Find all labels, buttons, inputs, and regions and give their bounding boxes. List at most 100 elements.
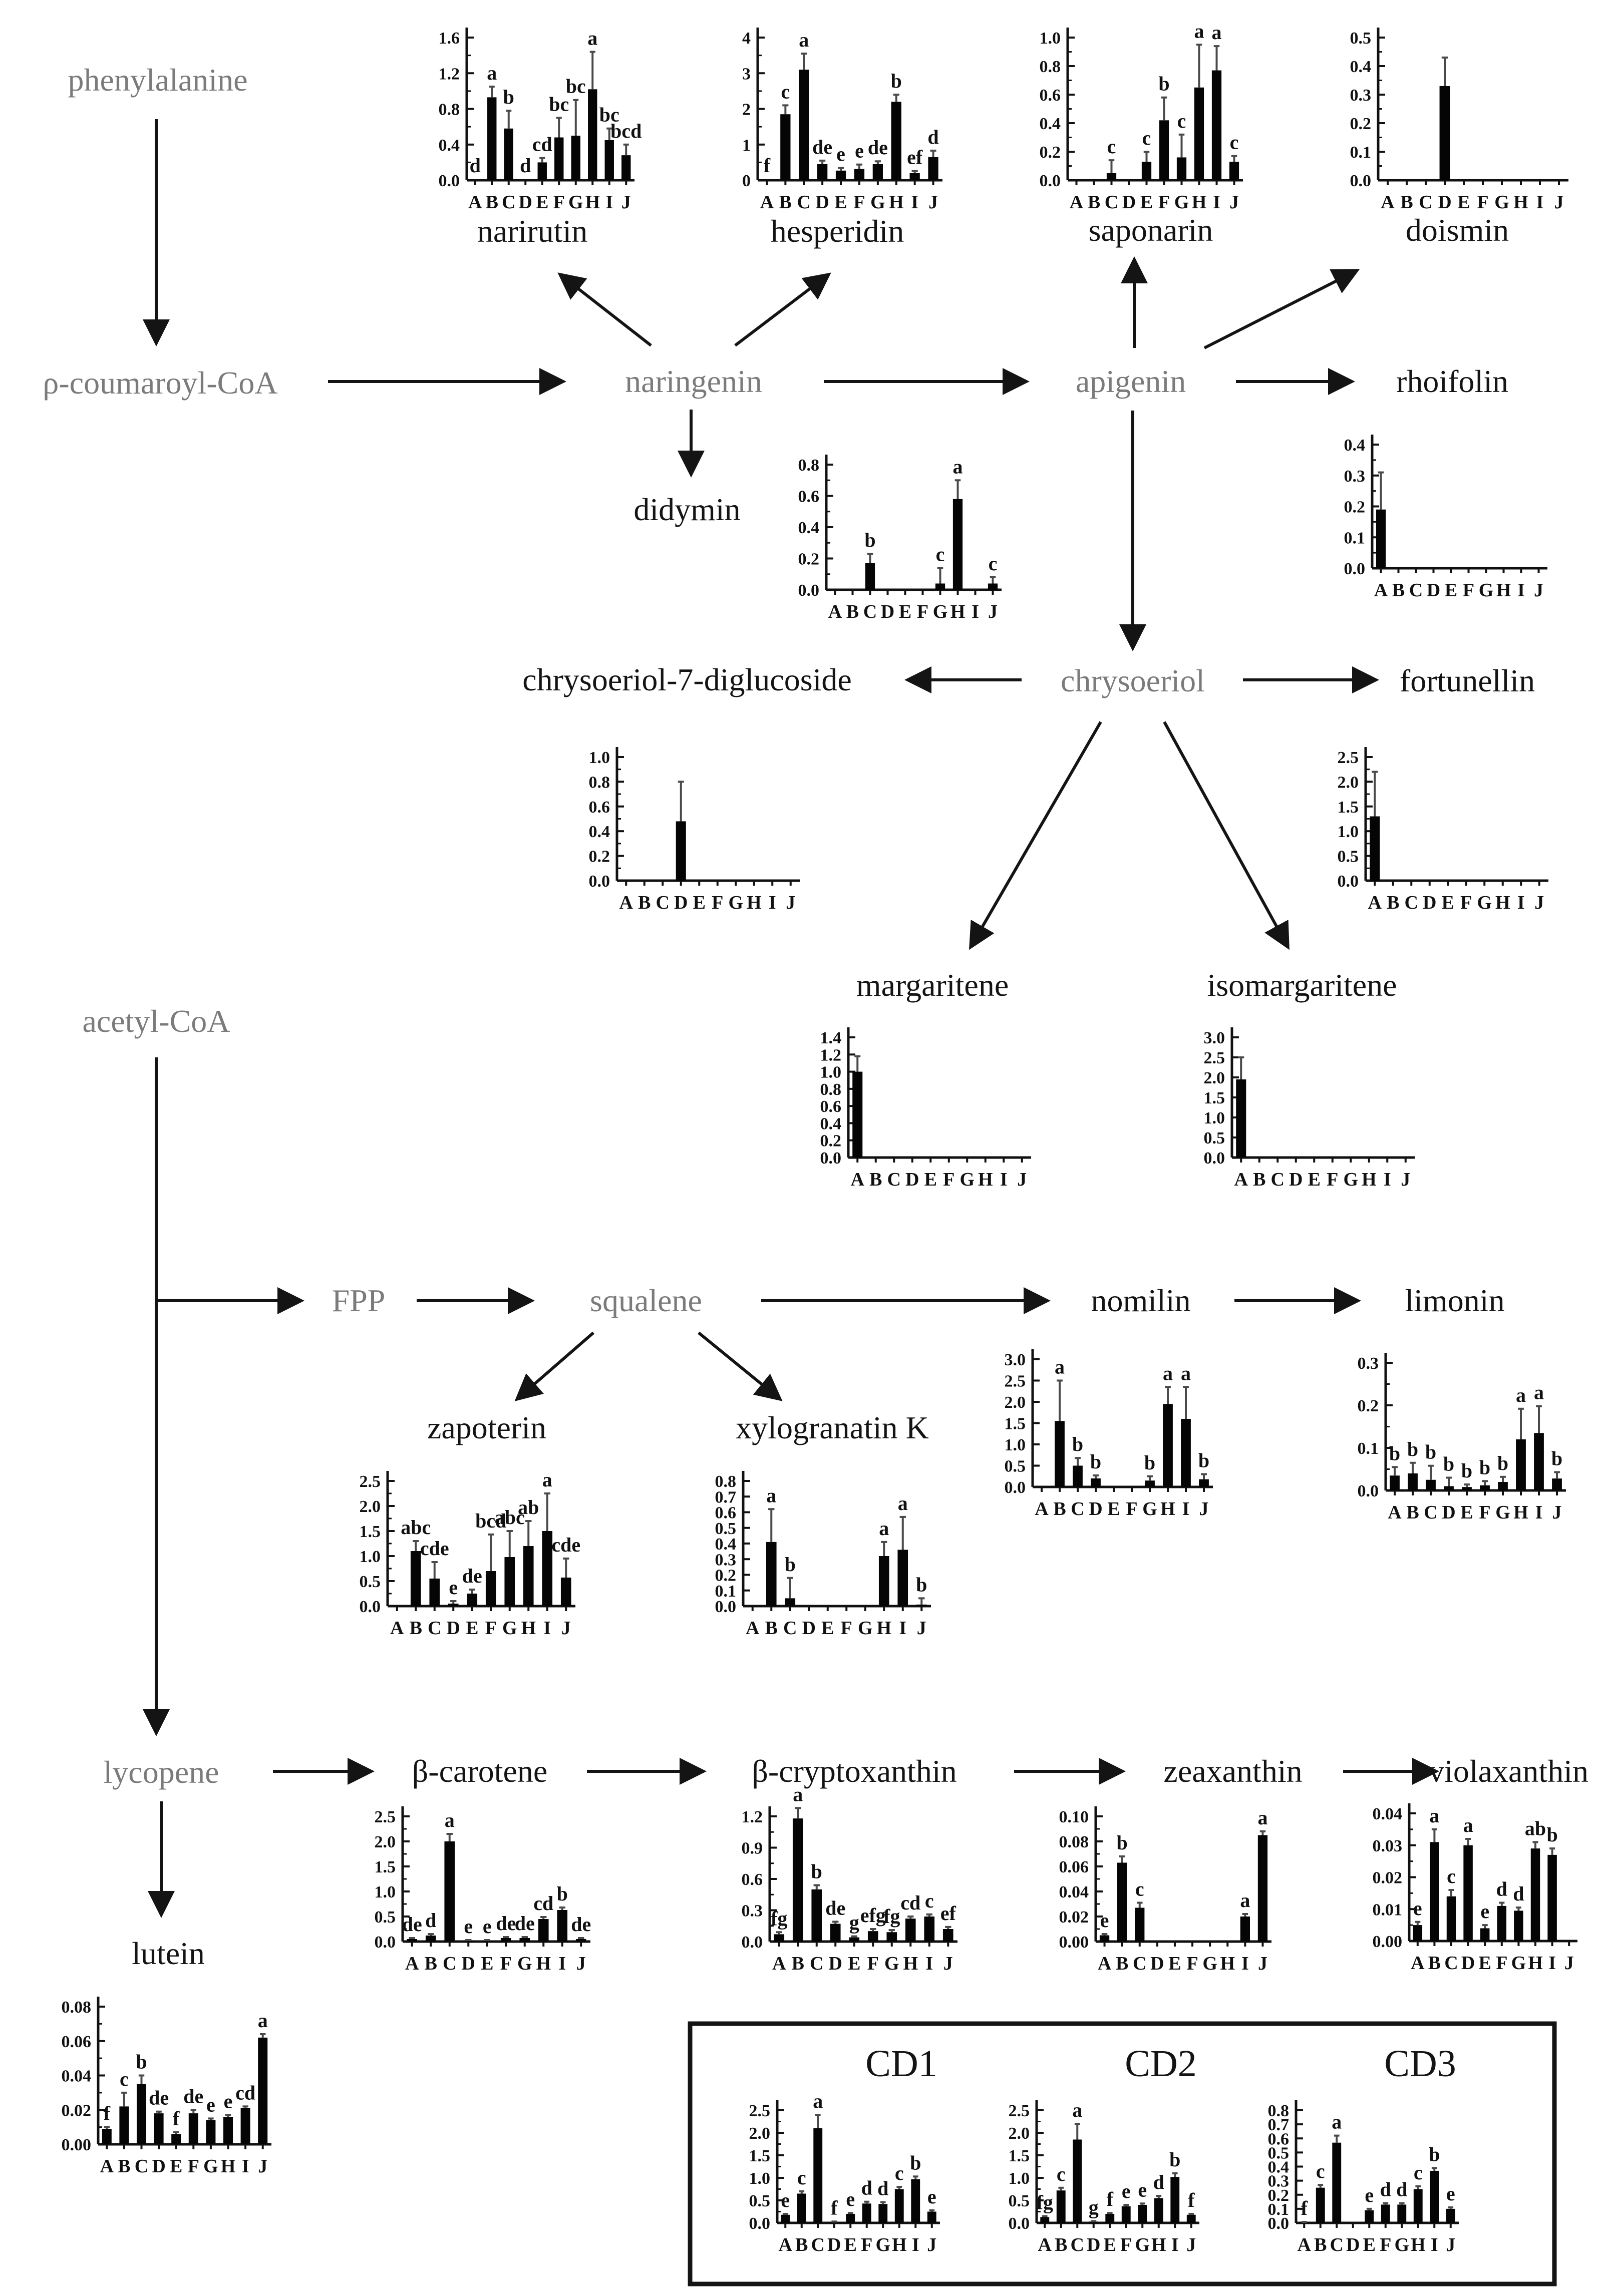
svg-text:F: F xyxy=(188,2156,199,2177)
svg-text:D: D xyxy=(519,192,532,213)
svg-text:A: A xyxy=(1381,192,1395,213)
svg-text:cd: cd xyxy=(900,1891,920,1914)
bar-cd2-C xyxy=(1073,2139,1082,2223)
bar-cd1-I xyxy=(911,2179,920,2223)
svg-text:F: F xyxy=(1327,1169,1338,1190)
svg-text:E: E xyxy=(899,601,911,622)
bar-hesperidin-C xyxy=(799,70,809,180)
svg-text:e: e xyxy=(1365,2184,1374,2206)
svg-text:D: D xyxy=(815,192,829,213)
svg-text:0.4: 0.4 xyxy=(589,823,610,841)
svg-text:A: A xyxy=(828,601,842,622)
svg-text:0.1: 0.1 xyxy=(715,1582,737,1601)
svg-text:C: C xyxy=(135,2156,148,2177)
svg-text:b: b xyxy=(891,70,902,92)
svg-text:B: B xyxy=(765,1618,778,1639)
svg-text:d: d xyxy=(861,2177,872,2199)
svg-text:b: b xyxy=(1546,1823,1557,1846)
svg-text:e: e xyxy=(224,2090,233,2113)
svg-text:e: e xyxy=(449,1576,458,1599)
svg-text:abc: abc xyxy=(495,1506,525,1528)
bar-hesperidin-E xyxy=(835,170,846,180)
svg-text:1.0: 1.0 xyxy=(749,2169,771,2188)
bar-cd2-E xyxy=(1105,2214,1115,2223)
svg-text:E: E xyxy=(924,1169,937,1190)
svg-text:0.0: 0.0 xyxy=(1204,1149,1225,1168)
svg-text:I: I xyxy=(1431,2234,1438,2255)
bar-lutein-G xyxy=(206,2120,216,2144)
svg-text:0.0: 0.0 xyxy=(1040,172,1061,190)
svg-text:0.1: 0.1 xyxy=(1358,1439,1379,1458)
svg-text:0.3: 0.3 xyxy=(715,1551,737,1569)
bar-hesperidin-H xyxy=(891,102,901,180)
bar-limonin-J xyxy=(1552,1478,1562,1490)
chart-beta_carotene: 0.00.51.01.52.02.5AdeBdCaDeEeFdeGdeHcdIb… xyxy=(375,1806,591,1974)
svg-text:a: a xyxy=(1194,20,1204,42)
node-xylogranatin_k: xylogranatin K xyxy=(736,1410,929,1445)
svg-text:e: e xyxy=(846,2188,855,2210)
svg-text:E: E xyxy=(1168,1953,1181,1974)
svg-text:1.5: 1.5 xyxy=(1204,1089,1225,1107)
svg-text:H: H xyxy=(1495,892,1510,913)
svg-text:C: C xyxy=(783,1618,797,1639)
svg-text:d: d xyxy=(425,1909,436,1932)
svg-text:b: b xyxy=(1443,1453,1454,1475)
svg-text:A: A xyxy=(468,192,482,213)
svg-text:0.4: 0.4 xyxy=(439,136,460,155)
svg-text:0.0: 0.0 xyxy=(589,872,610,891)
bar-cd2-G xyxy=(1138,2205,1147,2223)
svg-text:I: I xyxy=(1548,1953,1556,1974)
bar-beta_cryptoxanthin-D xyxy=(830,1924,841,1942)
svg-text:1.5: 1.5 xyxy=(1005,1415,1026,1433)
svg-text:c: c xyxy=(1177,110,1186,132)
svg-text:a: a xyxy=(1516,1384,1526,1406)
svg-text:a: a xyxy=(879,1517,889,1540)
svg-text:a: a xyxy=(487,62,497,84)
svg-text:de: de xyxy=(868,136,888,159)
bar-saponarin-F xyxy=(1159,120,1169,180)
svg-text:b: b xyxy=(811,1860,822,1883)
bar-xylogranatin_k-H xyxy=(878,1556,889,1606)
svg-text:F: F xyxy=(1479,1502,1490,1523)
svg-text:e: e xyxy=(855,140,864,162)
svg-text:3: 3 xyxy=(742,65,751,83)
chart-narirutin: 0.00.40.81.21.6AdBaCbDdEcdFbcGbcHaIbcJbc… xyxy=(439,27,642,213)
svg-text:E: E xyxy=(1107,1498,1120,1519)
svg-text:I: I xyxy=(911,192,918,213)
svg-text:0.06: 0.06 xyxy=(1059,1858,1089,1876)
bar-beta_carotene-B xyxy=(425,1936,436,1942)
svg-text:I: I xyxy=(1241,1953,1249,1974)
bar-cd3-J xyxy=(1446,2208,1455,2223)
svg-text:e: e xyxy=(927,2185,936,2208)
svg-text:C: C xyxy=(1419,192,1432,213)
svg-text:0.8: 0.8 xyxy=(715,1472,737,1491)
svg-text:0.8: 0.8 xyxy=(589,773,610,792)
svg-text:G: G xyxy=(933,601,948,622)
svg-text:A: A xyxy=(1234,1169,1248,1190)
svg-text:A: A xyxy=(1070,192,1084,213)
svg-text:c: c xyxy=(1107,135,1116,158)
svg-text:c: c xyxy=(797,2166,806,2189)
svg-text:b: b xyxy=(1144,1451,1155,1474)
svg-text:b: b xyxy=(1072,1433,1083,1455)
svg-text:0.2: 0.2 xyxy=(1350,115,1372,133)
svg-text:2.0: 2.0 xyxy=(1204,1069,1225,1087)
bar-nomilin-D xyxy=(1091,1478,1101,1487)
svg-text:B: B xyxy=(779,192,792,213)
svg-text:I: I xyxy=(972,601,979,622)
svg-text:c: c xyxy=(895,2162,904,2184)
svg-text:2.0: 2.0 xyxy=(749,2124,771,2143)
svg-text:de: de xyxy=(571,1913,591,1936)
svg-text:0.5: 0.5 xyxy=(1268,2144,1290,2162)
svg-text:0.04: 0.04 xyxy=(62,2067,92,2086)
svg-text:D: D xyxy=(674,892,688,913)
svg-text:e: e xyxy=(1138,2178,1147,2201)
svg-text:G: G xyxy=(1477,892,1492,913)
svg-text:a: a xyxy=(1181,1362,1191,1384)
svg-text:ab: ab xyxy=(518,1496,539,1518)
svg-text:0.0: 0.0 xyxy=(1358,1482,1379,1500)
